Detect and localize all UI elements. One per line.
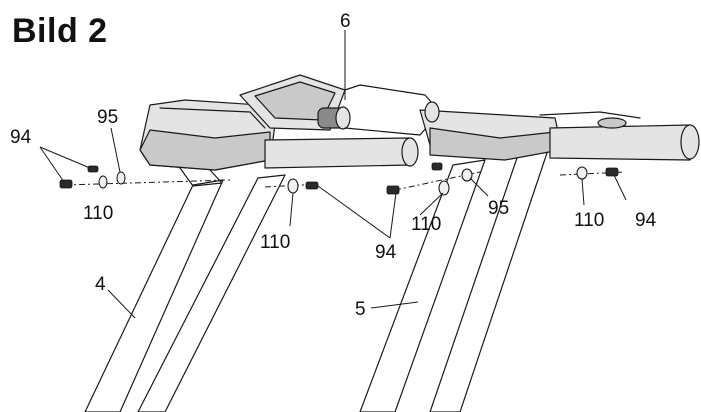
callout-4: 4 xyxy=(95,274,106,295)
washer-110-left xyxy=(98,175,108,189)
washer-95-right xyxy=(461,168,473,182)
callout-110-mid: 110 xyxy=(260,232,290,253)
screw-94-left xyxy=(59,179,73,189)
callout-labels: 6 94 95 110 110 94 110 95 110 94 4 5 xyxy=(10,11,657,320)
screw-94-right xyxy=(605,167,619,177)
figure-title: Bild 2 xyxy=(12,12,108,50)
screw-94-mid xyxy=(305,181,319,190)
callout-110-left: 110 xyxy=(83,203,113,224)
washer-110-center xyxy=(438,180,450,196)
screw-94-center xyxy=(386,185,400,195)
screw-94-center-top xyxy=(431,162,443,171)
callout-94-left: 94 xyxy=(10,127,32,148)
callout-5: 5 xyxy=(355,299,366,320)
leader-lines xyxy=(39,30,627,319)
callout-95-left: 95 xyxy=(97,107,118,128)
callout-110-center: 110 xyxy=(411,214,441,235)
callout-6: 6 xyxy=(340,11,351,32)
console-frame xyxy=(139,74,700,187)
callout-94-mid: 94 xyxy=(375,242,397,263)
callout-110-right: 110 xyxy=(574,210,604,231)
upright-left xyxy=(84,174,286,412)
callout-94-right: 94 xyxy=(635,210,657,231)
washer-95-left xyxy=(116,171,126,185)
screw-94-left-top xyxy=(87,165,99,173)
callout-95-right: 95 xyxy=(488,198,509,219)
washer-110-right xyxy=(576,166,588,180)
assembly-axes xyxy=(64,171,626,191)
washer-110-mid xyxy=(287,178,299,194)
